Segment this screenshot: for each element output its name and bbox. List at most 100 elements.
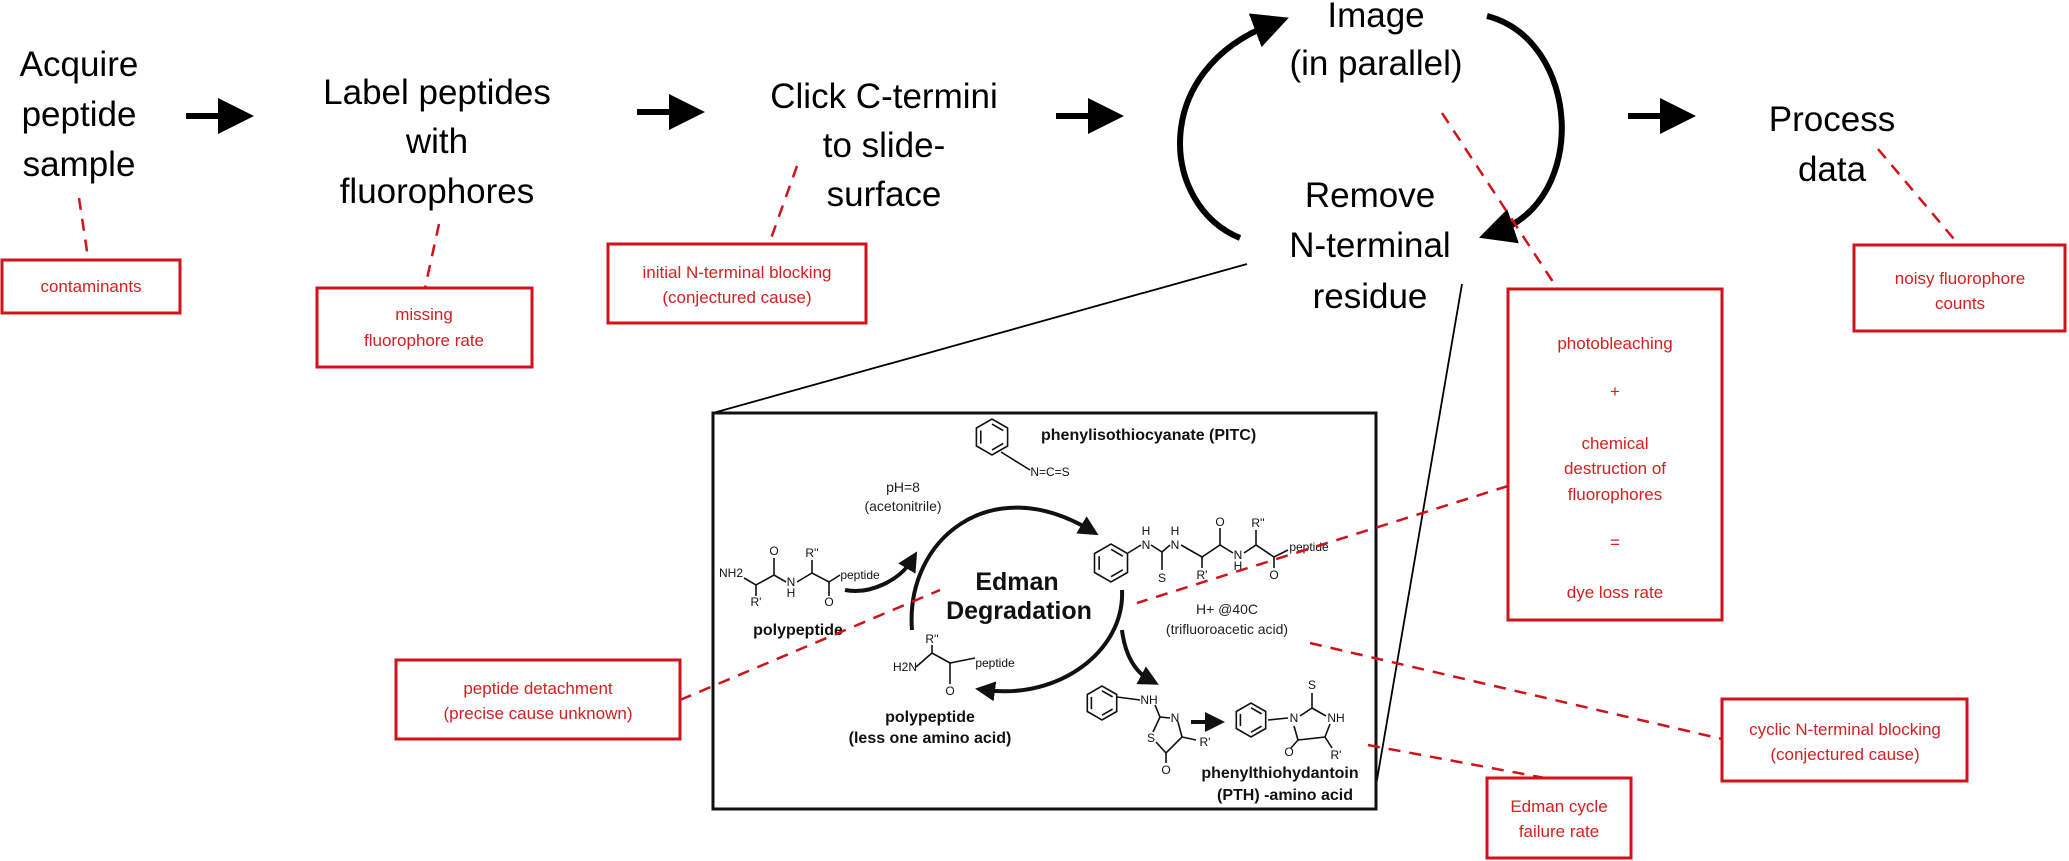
edman-degradation-panel: Edman Degradation phenylisothiocyanate (…: [711, 411, 1378, 811]
svg-text:Remove: Remove: [1305, 176, 1435, 215]
atom-label: R': [1197, 568, 1208, 582]
annotation-leader-line: [1440, 112, 1559, 289]
svg-text:fluorophores: fluorophores: [1568, 485, 1663, 504]
svg-text:data: data: [1798, 150, 1867, 189]
svg-text:destruction of: destruction of: [1564, 459, 1666, 478]
atom-label: N: [1171, 538, 1180, 552]
atom-label: R'': [805, 546, 818, 560]
atom-label: NH: [1140, 693, 1157, 707]
bond-line: [1290, 739, 1299, 749]
annotation-leader-line: [1309, 641, 1723, 741]
polypeptide-less-label: polypeptide: [885, 709, 975, 726]
bond-line: [1267, 717, 1289, 721]
atom-label: N: [1234, 548, 1243, 562]
reaction-arrow-icon: [1120, 629, 1159, 685]
chemical-structures: N=C=SNH2ONHR''OpeptideR'NHSNHR'ONHR''Ope…: [719, 418, 1345, 777]
step-process-data: Process data: [1769, 100, 1895, 189]
polypeptide-label: polypeptide: [753, 622, 843, 639]
atom-label: H: [1142, 524, 1151, 538]
svg-text:surface: surface: [827, 175, 942, 214]
svg-text:=: =: [1610, 533, 1620, 552]
condition-ph8: pH=8: [886, 479, 920, 495]
edman-title-line1: Edman: [975, 568, 1058, 596]
svg-text:+: +: [1610, 382, 1620, 401]
svg-text:to slide-: to slide-: [823, 126, 946, 165]
svg-text:fluorophores: fluorophores: [340, 172, 535, 211]
step-remove-n-terminal-residue: Remove N-terminal residue: [1289, 176, 1450, 316]
svg-text:Edman cycle: Edman cycle: [1510, 797, 1607, 816]
atom-label: N: [1171, 711, 1180, 725]
annotation-leader-line: [1367, 743, 1546, 780]
svg-text:residue: residue: [1313, 277, 1428, 316]
bond-line: [743, 574, 787, 586]
note-contaminants: contaminants: [0, 258, 182, 315]
atom-label: O: [1215, 515, 1224, 529]
atom-label: H2N: [893, 660, 917, 674]
svg-text:(conjectured cause): (conjectured cause): [1770, 745, 1919, 764]
atom-label: H: [1171, 524, 1180, 538]
svg-text:N-terminal: N-terminal: [1289, 226, 1450, 265]
step-image: Image (in parallel): [1289, 0, 1462, 83]
ncs-label: N=C=S: [1030, 465, 1069, 479]
atom-label: R'': [1251, 516, 1264, 530]
atom-label: H: [1234, 559, 1243, 573]
annotation-leader-line: [767, 165, 799, 245]
atom-label: O: [1284, 745, 1293, 759]
atom-label: peptide: [840, 568, 880, 582]
svg-text:contaminants: contaminants: [40, 277, 141, 296]
svg-text:fluorophore rate: fluorophore rate: [364, 331, 484, 350]
double-bond: [991, 442, 1004, 451]
atom-label: O: [1161, 763, 1170, 777]
atom-label: O: [824, 595, 833, 609]
cycle-arrow-up-icon: [1177, 13, 1289, 241]
note-edman-cycle-failure-rate: Edman cycle failure rate: [1485, 776, 1633, 860]
atom-label: N: [1290, 711, 1299, 725]
benzene-ring-icon: [1235, 702, 1267, 738]
svg-text:photobleaching: photobleaching: [1557, 334, 1672, 353]
double-bond: [991, 423, 1004, 432]
benzene-ring-icon: [1093, 543, 1129, 583]
reaction-arrow-icon: [909, 505, 1099, 631]
step-click-c-termini: Click C-termini to slide- surface: [770, 77, 998, 214]
svg-text:sample: sample: [23, 145, 136, 184]
bond-line: [1127, 544, 1142, 554]
pth-label-2: (PTH) -amino acid: [1217, 787, 1353, 804]
atom-label: R': [1331, 748, 1342, 762]
double-bond: [1250, 707, 1263, 715]
benzene-ring-icon: [975, 418, 1009, 456]
double-bond: [1110, 569, 1124, 578]
svg-text:cyclic N-terminal blocking: cyclic N-terminal blocking: [1749, 720, 1941, 739]
step-label-peptides: Label peptides with fluorophores: [323, 73, 551, 211]
atom-label: N: [787, 575, 796, 589]
atom-label: O: [945, 684, 954, 698]
reaction-arrow-icon: [844, 551, 918, 593]
reaction-arrow-icon: [975, 589, 1125, 702]
svg-text:counts: counts: [1935, 294, 1985, 313]
bond-line: [1000, 451, 1031, 471]
condition-tfa: (trifluoroacetic acid): [1166, 621, 1288, 637]
atom-label: R': [1200, 735, 1211, 749]
edman-title-line2: Degradation: [946, 597, 1092, 625]
svg-text:Process: Process: [1769, 100, 1895, 139]
atom-label: H: [787, 586, 796, 600]
step-acquire-peptide-sample: Acquire peptide sample: [20, 45, 139, 184]
svg-text:Acquire: Acquire: [20, 45, 139, 84]
atom-label: peptide: [1289, 540, 1329, 554]
atom-label: S: [1158, 571, 1166, 585]
note-noisy-fluorophore-counts: noisy fluorophore counts: [1852, 243, 2067, 333]
atom-label: O: [1269, 568, 1278, 582]
bond-line: [1324, 736, 1333, 749]
annotation-leader-line: [1136, 484, 1509, 605]
bond-line: [1152, 716, 1161, 733]
note-initial-n-terminal-blocking: initial N-terminal blocking (conjectured…: [606, 242, 868, 325]
bond-line: [1181, 736, 1197, 741]
bond-line: [796, 572, 841, 583]
double-bond: [1101, 708, 1114, 716]
svg-text:peptide detachment: peptide detachment: [463, 679, 613, 698]
bond-line: [915, 652, 976, 668]
bond-line: [1293, 723, 1331, 741]
bond-line: [1243, 544, 1289, 558]
svg-text:Label peptides: Label peptides: [323, 73, 551, 112]
atom-label: R'': [925, 632, 938, 646]
